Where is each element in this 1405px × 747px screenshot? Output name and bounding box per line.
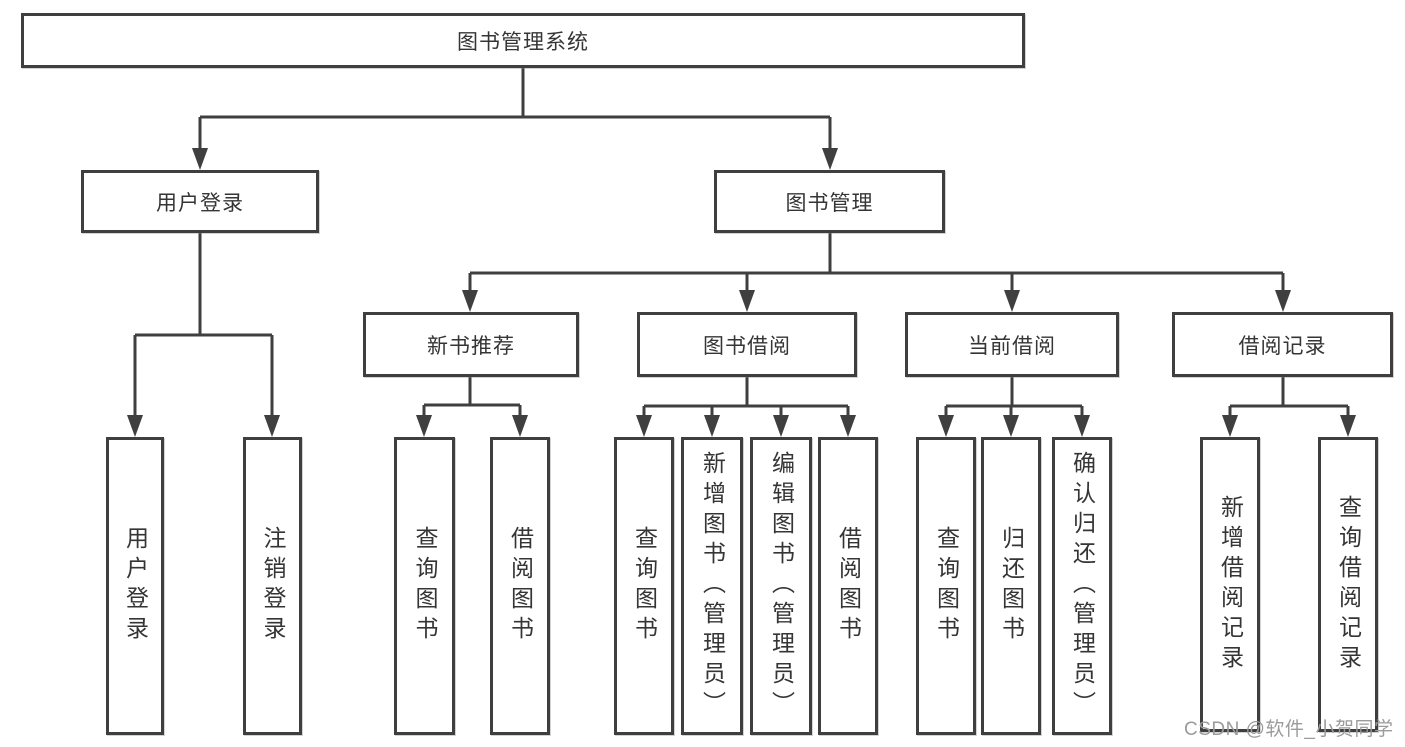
node-label: 新书推荐 (427, 334, 515, 358)
arrow-down-icon (1074, 415, 1090, 437)
node-label: 编辑图书（管理员） (768, 451, 795, 721)
arrow-down-icon (840, 415, 856, 437)
edge-user-login-to-leaves (127, 233, 280, 437)
csdn-watermark: CSDN @软件_小贺同学 (1184, 719, 1394, 740)
arrow-down-icon (1340, 415, 1356, 437)
node-label: 借阅图书 (507, 526, 534, 646)
node-query-borrow-record: 查询借阅记录 (1318, 437, 1378, 732)
node-label: 新增借阅记录 (1217, 494, 1244, 675)
node-add-book-admin: 新增图书（管理员） (681, 437, 743, 735)
arrow-down-icon (1003, 415, 1019, 437)
node-label: 新增图书（管理员） (699, 451, 726, 721)
arrow-down-icon (512, 415, 528, 437)
edge-borrowing-records-to-leaves (1222, 377, 1356, 437)
node-label: 查询图书 (933, 526, 960, 646)
edge-book-borrowing-to-leaves (636, 377, 856, 437)
node-label: 归还图书 (998, 526, 1025, 646)
node-library-management-system: 图书管理系统 (21, 13, 1025, 68)
edge-new-book-recommendation-to-leaves (416, 377, 528, 437)
node-borrowing-records: 借阅记录 (1172, 312, 1393, 377)
arrow-down-icon (264, 415, 280, 437)
node-return-books: 归还图书 (981, 437, 1041, 735)
node-edit-book-admin: 编辑图书（管理员） (750, 437, 812, 735)
node-query-books-borrow: 查询图书 (614, 437, 674, 735)
node-label: 图书借阅 (703, 334, 791, 358)
arrow-down-icon (1222, 415, 1238, 437)
node-label: 查询借阅记录 (1335, 494, 1362, 675)
node-current-borrowing: 当前借阅 (905, 312, 1119, 377)
arrow-down-icon (636, 415, 652, 437)
node-user-login-leaf: 用户登录 (106, 437, 164, 735)
node-label: 图书管理 (785, 191, 874, 215)
node-label: 图书管理系统 (457, 30, 589, 54)
edge-root-to-level2 (192, 68, 838, 170)
edge-book-management-to-level3 (462, 233, 1291, 312)
node-label: 注销登录 (260, 526, 286, 646)
node-label: 查询图书 (412, 526, 438, 646)
node-label: 当前借阅 (968, 334, 1056, 358)
node-book-management: 图书管理 (714, 170, 945, 233)
arrow-down-icon (127, 415, 143, 437)
node-label: 借阅图书 (835, 526, 862, 646)
arrow-down-icon (704, 415, 720, 437)
arrow-down-icon (192, 148, 208, 170)
arrow-down-icon (773, 415, 789, 437)
node-new-book-recommendation: 新书推荐 (363, 312, 579, 377)
node-logout: 注销登录 (243, 437, 302, 735)
arrow-down-icon (1275, 290, 1291, 312)
node-borrow-books-leaf: 借阅图书 (818, 437, 878, 735)
arrow-down-icon (938, 415, 954, 437)
node-label: 借阅记录 (1238, 334, 1327, 358)
arrow-down-icon (1004, 290, 1020, 312)
node-label: 用户登录 (122, 526, 149, 646)
node-confirm-return-admin: 确认归还（管理员） (1052, 437, 1112, 735)
node-borrow-books-recommend: 借阅图书 (490, 437, 550, 735)
node-label: 查询图书 (631, 526, 658, 646)
node-user-login: 用户登录 (81, 170, 319, 233)
arrow-down-icon (822, 148, 838, 170)
node-query-books-current: 查询图书 (916, 437, 976, 735)
arrow-down-icon (462, 290, 478, 312)
node-query-books-recommend: 查询图书 (394, 437, 455, 735)
edge-current-borrowing-to-leaves (938, 377, 1090, 437)
arrow-down-icon (416, 415, 432, 437)
node-label: 用户登录 (156, 191, 244, 215)
node-add-borrow-record: 新增借阅记录 (1200, 437, 1260, 732)
arrow-down-icon (739, 290, 755, 312)
node-book-borrowing: 图书借阅 (637, 312, 857, 377)
node-label: 确认归还（管理员） (1069, 451, 1096, 721)
